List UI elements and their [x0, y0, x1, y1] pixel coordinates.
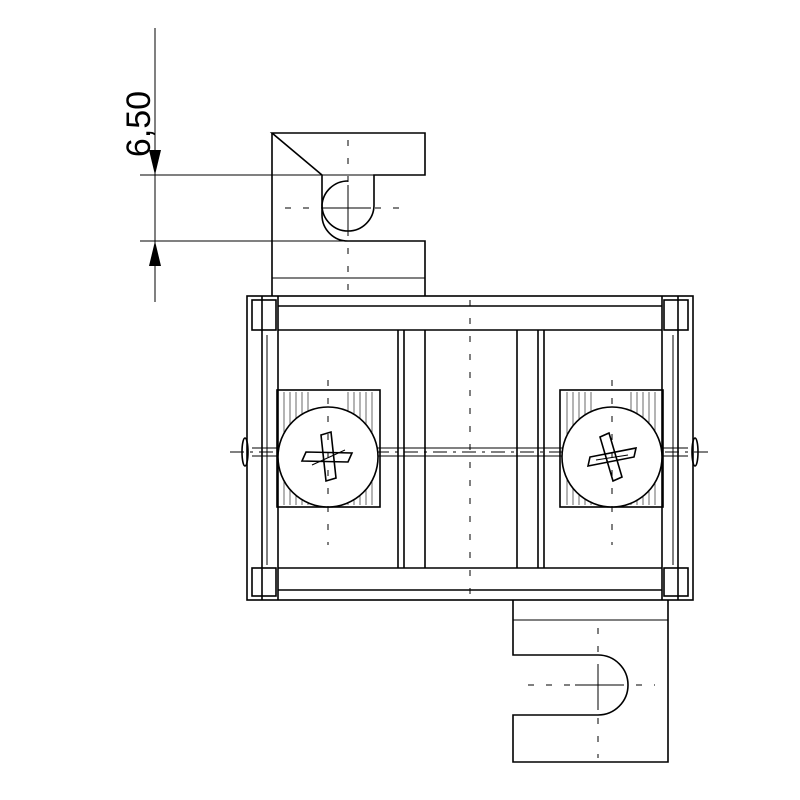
dimension-arrow-top: [149, 150, 161, 175]
upper-terminal-lug: [269, 132, 426, 298]
right-screw: [559, 380, 664, 545]
left-screw: [276, 380, 381, 545]
lower-terminal-lug: [512, 600, 669, 763]
dimension-annotation: 6,50: [120, 28, 425, 302]
dimension-arrow-bottom: [149, 241, 161, 266]
dimension-value: 6,50: [120, 91, 158, 157]
